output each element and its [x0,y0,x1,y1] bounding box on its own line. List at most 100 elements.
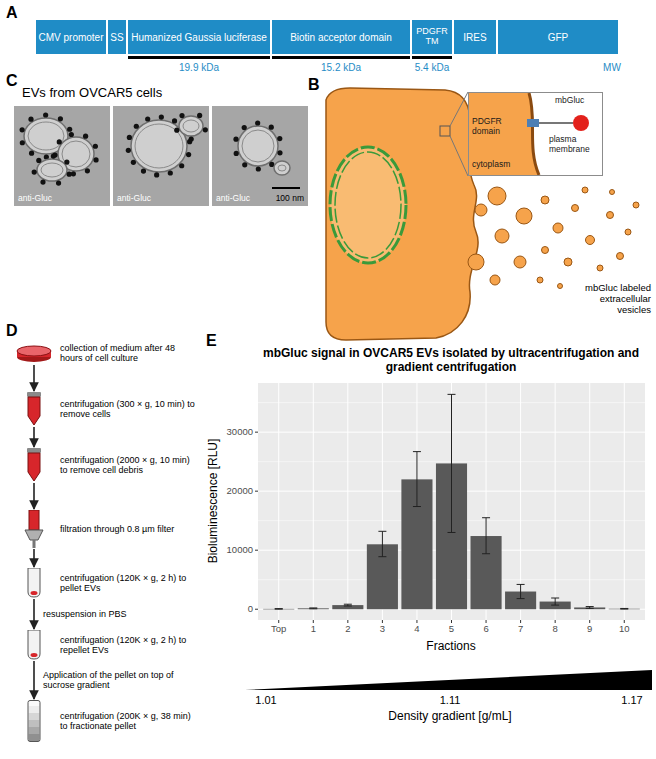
data-bar [609,608,640,610]
error-bar [378,531,386,532]
extracellular-vesicles [586,236,595,245]
micrograph [277,136,282,141]
mw-bars [412,56,452,59]
error-bar [275,609,283,610]
em-image: anti-Gluc100 nm [212,106,308,206]
micrograph [179,163,184,168]
cell-illustration [450,136,468,176]
flow-arrow [33,427,35,447]
em-image: anti-Gluc [113,106,209,206]
tick-label: 6 [483,624,488,635]
tick-label: 9 [587,624,592,635]
micrograph [36,158,41,163]
micrograph [85,168,90,173]
error-bar [620,608,628,609]
tick-label: 3 [380,624,385,635]
vector-element: GFP [498,20,618,54]
error-bar [413,452,421,507]
image-label: anti-Gluc [117,194,151,203]
extracellular-vesicles [488,187,639,289]
micrograph [233,137,238,142]
micrograph [28,117,33,122]
cell-illustration [440,126,450,136]
extracellular-vesicles [488,187,506,205]
panel-letter: B [308,76,320,94]
density-value: 1.17 [621,694,642,707]
extracellular-vesicles [542,247,549,254]
extracellular-vesicles [495,229,509,243]
protocol-icon [14,568,54,598]
micrograph [168,170,173,175]
data-bar [332,605,363,609]
protocol-step: centrifugation (2000 × g, 10 min) to rem… [14,448,200,482]
protocol-icon [31,653,38,657]
micrograph [56,180,61,185]
tick-label: 8 [553,624,558,635]
error-bar [344,604,352,606]
tick-label: 20000 [227,486,253,497]
micrograph [242,162,247,167]
edge-label: resuspension in PBS [43,609,127,619]
panel-letter: D [6,322,18,340]
mass-label: 5.4 kDa [415,62,449,74]
element-name: GFP [548,32,569,43]
axis-title: Density gradient [g/mL] [388,710,511,724]
error-bar [586,606,594,607]
error-bar [309,608,317,609]
axis-tick [486,620,487,623]
membrane-detail [573,115,589,131]
step-text: centrifugation (200K × g, 38 min) to fra… [60,711,198,732]
error-bar [378,556,386,557]
protocol-icon [29,510,39,530]
error-bar [555,598,556,605]
error-bar [448,394,456,532]
step-text: collection of medium after 48 hours of c… [60,343,198,364]
tick-label: 2 [345,624,350,635]
vector-element: IRES [454,20,496,54]
error-bar [448,532,456,533]
axis-tick [555,620,556,623]
density-value: 1.11 [440,694,461,707]
panel-letter: E [206,332,217,350]
cell-illustration [326,88,487,340]
error-bar [517,584,525,598]
error-bar [344,605,352,606]
grid-line [555,383,556,620]
tick-label: 1 [311,624,316,635]
axis-tick [347,620,348,623]
micrograph [93,144,98,149]
protocol-icon [29,727,40,734]
element-name: Biotin acceptor domain [290,32,392,43]
micrograph [113,106,209,206]
micrograph [159,114,164,119]
error-bar [448,394,456,395]
axis-title: Bioluminescence [RLU] [207,439,221,564]
protocol-icon [29,734,40,741]
protocol-icon [28,630,40,659]
em-image: anti-Gluc [14,106,110,206]
error-bar [309,607,317,608]
micrograph [212,106,308,206]
error-bar [586,608,594,609]
error-bar [309,607,317,609]
micrograph [40,180,45,185]
protocol-icon [14,392,54,426]
axis-tick [382,620,383,623]
micrograph [20,140,25,145]
mass-label: 19.9 kDa [179,62,219,74]
tick-label: 0 [248,604,253,615]
panel-letter: A [6,4,18,22]
element-name: CMV promoter [38,32,103,43]
inset-label: cytoplasm [472,160,510,170]
vector-element: Biotin acceptor domain [272,20,410,54]
micrograph [62,141,90,167]
vector-element: CMV promoter [36,20,106,54]
vesicle-label: mbGluc labeled extracellular vesicles [585,283,651,316]
protocol-icon [28,568,40,597]
error-bar [517,598,525,599]
error-bar [520,584,521,598]
error-bar [382,531,383,556]
micrograph [28,122,64,150]
micrograph [67,172,72,177]
error-bar [275,608,283,609]
